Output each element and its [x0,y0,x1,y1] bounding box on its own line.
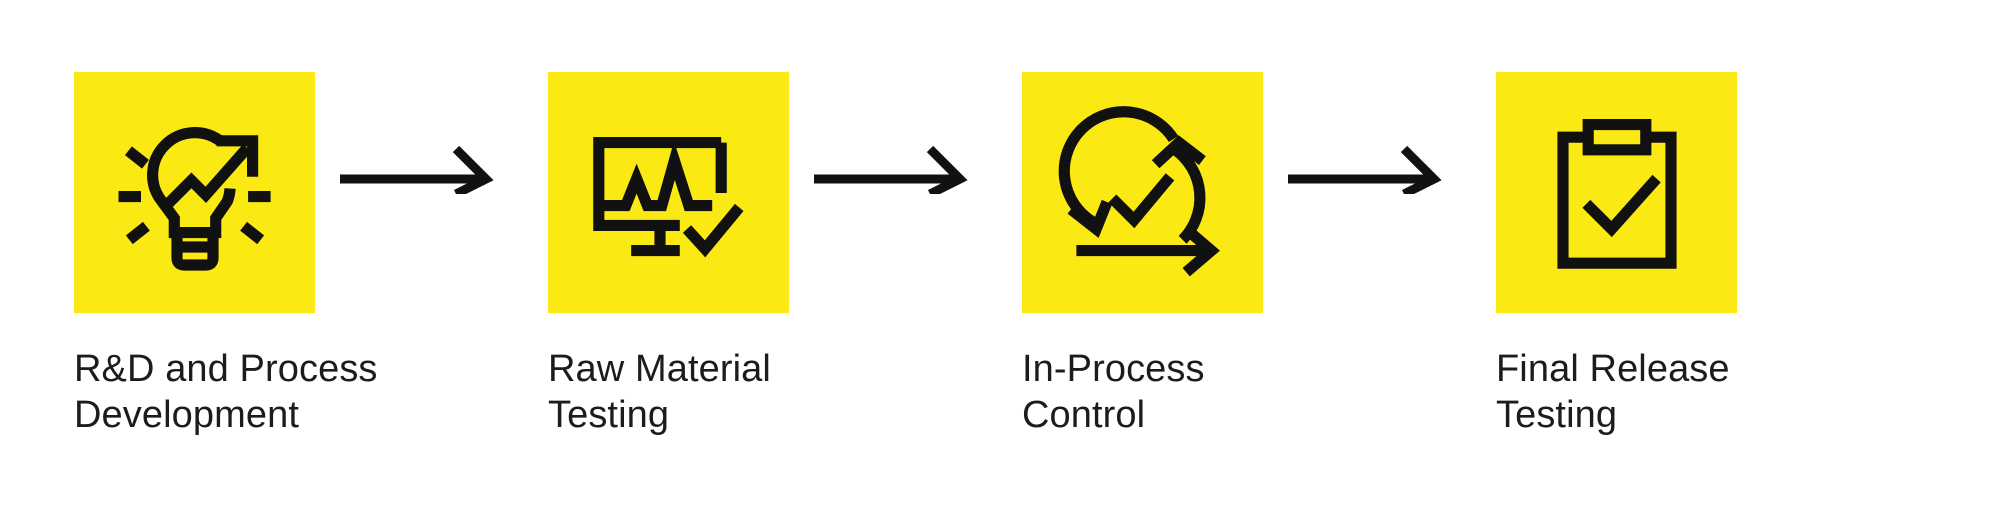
monitor-waveform-check-icon [592,136,744,257]
connector-arrow-3 [1286,132,1446,194]
connector-arrow-1 [338,132,498,194]
stage-3-label: In-Process Control [1022,348,1205,437]
stage-4-label: Final Release Testing [1496,348,1730,437]
cycle-arrows-check-icon [1058,105,1220,276]
stage-1-icon-tile [74,72,315,313]
right-arrow-icon [1288,145,1442,194]
process-stage-2: Raw Material Testing [548,72,868,439]
process-stage-1: R&D and Process Development [74,72,394,439]
right-arrow-icon [814,145,968,194]
stage-2-icon-tile [548,72,789,313]
lightbulb-growth-arrow-icon [118,126,271,271]
stage-3-icon-tile [1022,72,1263,313]
stage-1-label: R&D and Process Development [74,348,378,437]
connector-arrow-2 [812,132,972,194]
process-stage-4: Final Release Testing [1496,72,1816,439]
process-stage-3: In-Process Control [1022,72,1342,439]
clipboard-check-icon [1556,118,1677,269]
stage-2-label: Raw Material Testing [548,348,771,437]
right-arrow-icon [340,145,494,194]
stage-4-icon-tile [1496,72,1737,313]
